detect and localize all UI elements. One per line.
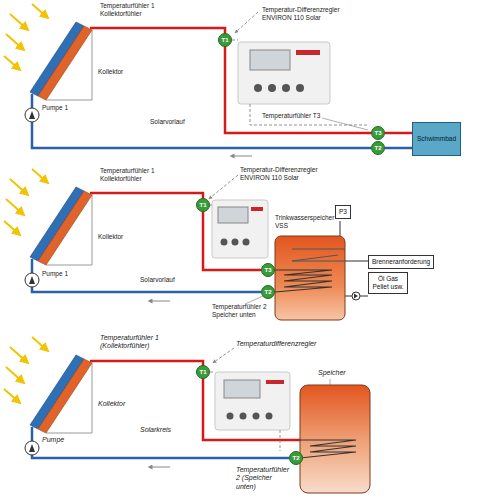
flow-arrow xyxy=(232,156,252,157)
part-label: Temperatur-Differenzregler ENVIRON 110 S… xyxy=(262,6,354,22)
sensor-wire xyxy=(210,372,280,451)
return-pipe xyxy=(32,427,289,458)
leader-line xyxy=(214,348,234,362)
controller xyxy=(212,200,268,258)
solar-collector xyxy=(4,4,92,100)
flow-arrow xyxy=(150,467,170,468)
node-text: T2 xyxy=(262,286,274,298)
pump-symbol xyxy=(354,294,358,299)
part-label: Kollektor xyxy=(98,233,123,241)
node-text: T3 xyxy=(372,127,384,139)
leader-line xyxy=(236,12,258,32)
part-label: Temperaturfühler 2 (Speicher unten) xyxy=(236,466,292,491)
sensor-circle: T1 xyxy=(218,33,232,47)
sensor-wire xyxy=(210,205,212,206)
device-box: Öl Gas Pellet usw. xyxy=(368,272,408,294)
part-label: Speicher xyxy=(318,369,346,377)
node-text: Brenneranforderung xyxy=(372,258,430,266)
sensor-wire xyxy=(232,40,368,125)
sensor-circle: T1 xyxy=(196,365,210,379)
part-label: Temperaturfühler 1 Kollektorfühler xyxy=(100,167,164,183)
leader-line xyxy=(210,175,238,198)
part-label: Solarvorlauf xyxy=(140,276,175,284)
part-label: Temperaturfühler T3 xyxy=(262,112,320,120)
storage-tank xyxy=(300,385,370,493)
part-label: Kollektor xyxy=(98,68,123,76)
sensor-wire xyxy=(340,221,341,236)
part-label: Solarvorlauf xyxy=(150,118,185,126)
part-label: Temperaturfühler 2 Speicher unten xyxy=(212,303,272,319)
pool-box: Schwimmbad xyxy=(412,122,461,156)
storage-tank xyxy=(275,236,345,320)
part-label: Trinkwasserspeicher VSS xyxy=(275,214,331,230)
pipe-connector xyxy=(385,132,412,135)
solar-collector xyxy=(4,169,92,265)
sensor-circle: T1 xyxy=(196,198,210,212)
leader-line xyxy=(322,118,368,130)
part-label: Temperaturfühler 1 Kollektorfühler xyxy=(100,2,164,18)
part-label: Pumpe 1 xyxy=(42,104,68,112)
sensor-circle: T3 xyxy=(261,263,275,277)
sensor-circle: T3 xyxy=(371,126,385,140)
node-text: T2 xyxy=(290,452,302,464)
node-text: T1 xyxy=(197,199,209,211)
leader-line xyxy=(245,296,263,304)
part-label: Temperatur-Differenzregler ENVIRON 110 S… xyxy=(240,166,332,182)
part-label: Pumpe 1 xyxy=(42,270,68,278)
part-label: Solarkreis xyxy=(140,426,171,434)
node-text: Öl Gas Pellet usw. xyxy=(372,275,404,291)
return-pipe xyxy=(32,259,261,292)
part-label: Pumpe xyxy=(42,436,64,444)
controller xyxy=(215,372,290,430)
flow-arrow xyxy=(150,301,170,302)
node-text: T2 xyxy=(372,142,384,154)
node-text: T1 xyxy=(219,34,231,46)
device-box: P3 xyxy=(335,205,351,219)
sensor-circle: T2 xyxy=(289,451,303,465)
flow-pipe xyxy=(90,28,371,133)
sensor-circle: T2 xyxy=(371,141,385,155)
pump-symbol xyxy=(352,292,360,300)
flow-pipe xyxy=(90,361,300,440)
pipe-connector xyxy=(385,147,412,150)
sensor-circle: T2 xyxy=(261,285,275,299)
leader-line xyxy=(330,379,331,385)
device-box: Brenneranforderung xyxy=(368,255,434,269)
node-text: Schwimmbad xyxy=(417,135,456,143)
node-text: T1 xyxy=(197,366,209,378)
solar-collector xyxy=(4,337,92,433)
boiler-pipe xyxy=(345,261,368,296)
part-label: Kollektor xyxy=(98,400,125,408)
part-label: Temperaturdifferenzregler xyxy=(236,340,316,348)
node-text: P3 xyxy=(339,208,347,216)
node-text: T3 xyxy=(262,264,274,276)
part-label: Temperaturfühler 1 (Kollektorfühler) xyxy=(100,334,180,351)
controller xyxy=(238,42,330,104)
